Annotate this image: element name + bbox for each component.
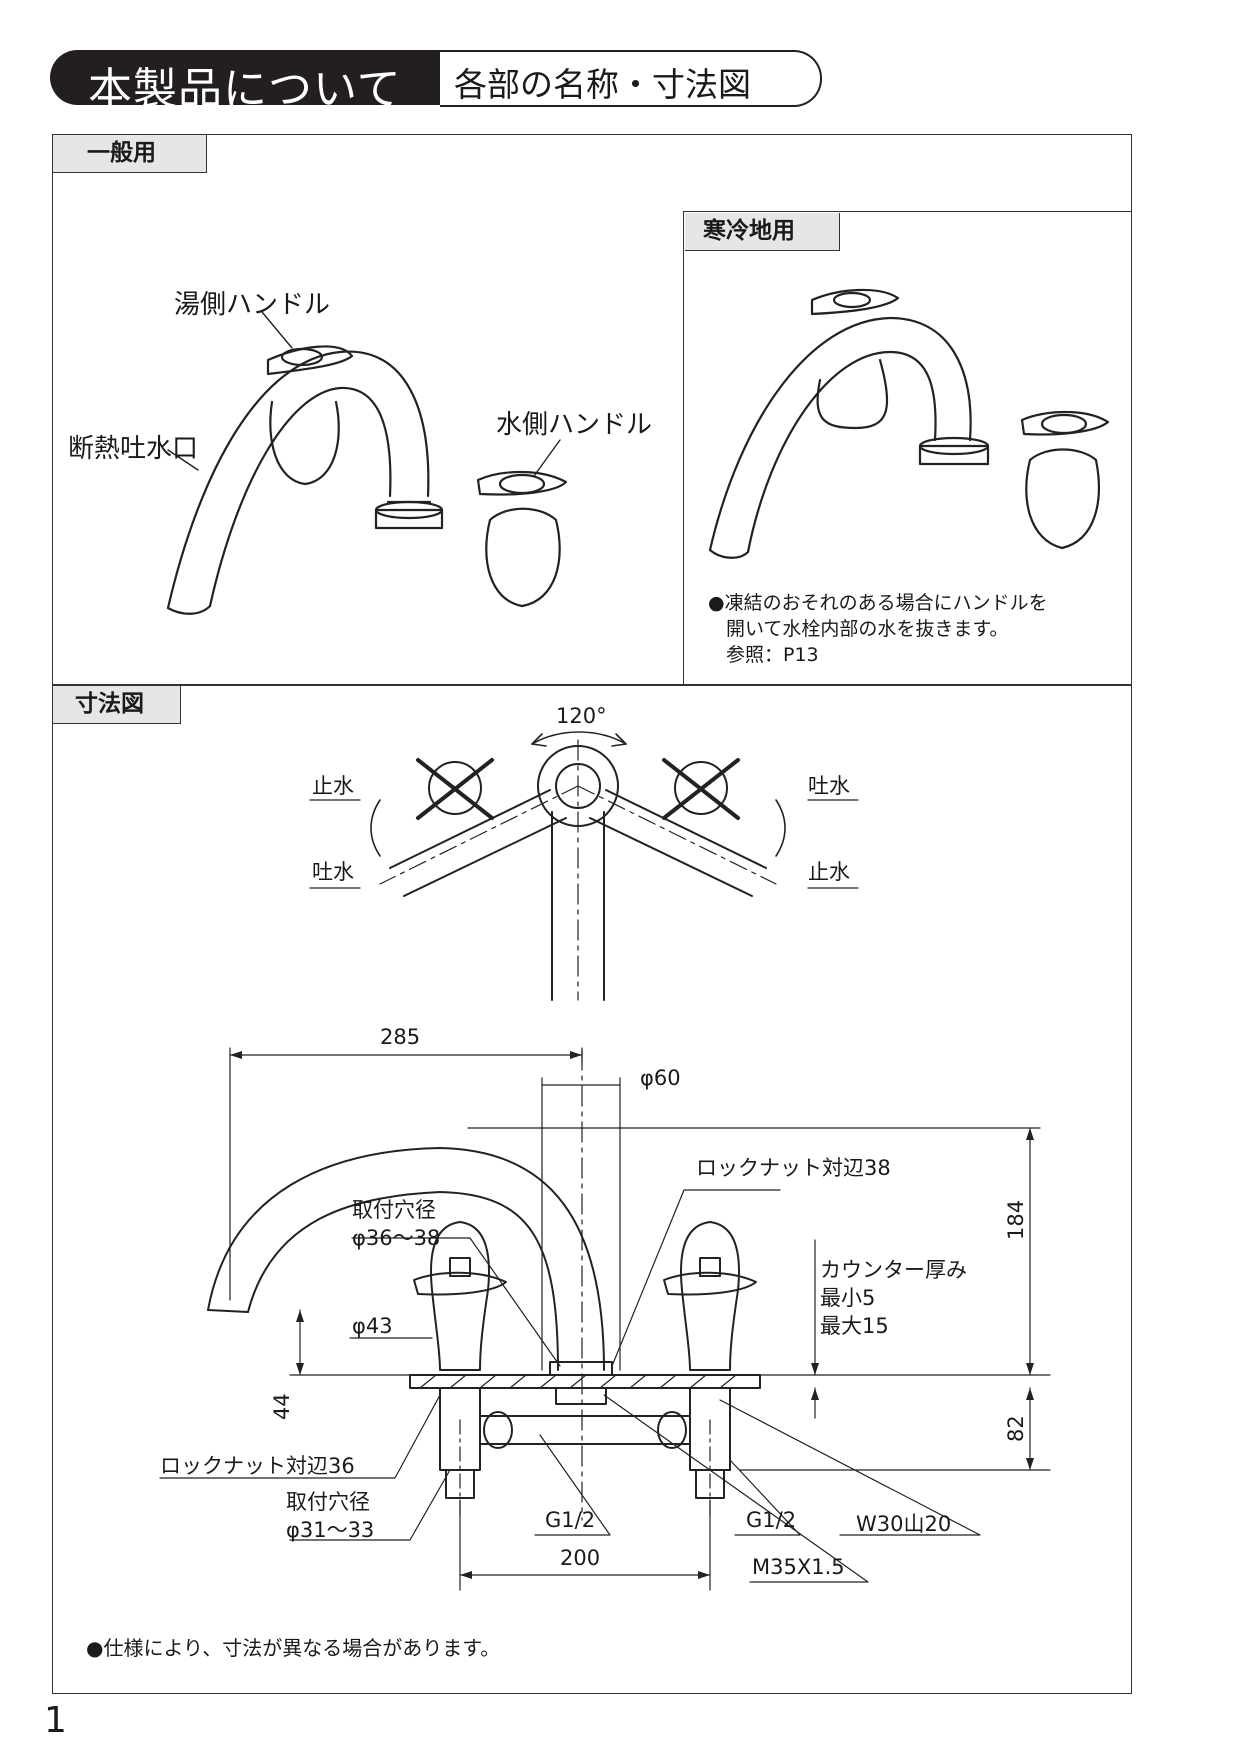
label-lock-nut-38: ロックナット対辺38 — [696, 1156, 891, 1180]
label-hole-range-bottom: φ31～33 — [286, 1518, 375, 1542]
page-subtitle: 各部の名称・寸法図 — [454, 65, 751, 104]
cold-region-note-2: 開いて水栓内部の水を抜きます。 — [726, 618, 1009, 640]
label-lock-nut-36: ロックナット対辺36 — [160, 1454, 355, 1478]
tab-general: 一般用 — [53, 135, 207, 173]
tab-dimensions: 寸法図 — [53, 686, 181, 724]
dim-spacing: 200 — [560, 1546, 601, 1570]
label-spout: 断熱吐水口 — [68, 434, 199, 464]
dimension-footnote: ●仕様により、寸法が異なる場合があります。 — [86, 1636, 501, 1660]
front-view-drawing — [207, 1049, 761, 1521]
subtitle-banner: 各部の名称・寸法図 — [440, 50, 822, 107]
label-left-flow: 吐水 — [312, 860, 354, 884]
label-counter-thickness: カウンター厚み — [820, 1258, 967, 1282]
label-hole-top: 取付穴径 — [352, 1198, 436, 1222]
label-left-stop: 止水 — [312, 774, 354, 798]
label-right-flow: 吐水 — [808, 774, 850, 798]
title-banner: 本製品について — [50, 50, 440, 115]
cold-region-faucet-illustration — [708, 288, 1110, 559]
dim-height-184: 184 — [1004, 1199, 1028, 1240]
label-hole-bottom: 取付穴径 — [286, 1490, 370, 1514]
label-hole-range-top: φ36～38 — [352, 1226, 441, 1250]
label-cold-handle: 水側ハンドル — [496, 410, 653, 440]
outer-frame — [52, 134, 1132, 1694]
dim-spout-reach: 285 — [380, 1025, 421, 1049]
dim-handle-base: φ43 — [352, 1314, 393, 1338]
rotation-angle: 120° — [556, 704, 607, 728]
arrowheads — [230, 1051, 1034, 1579]
top-view-drawing — [309, 731, 859, 1001]
cold-region-frame — [683, 211, 1131, 685]
label-thread-right: G1/2 — [746, 1508, 797, 1532]
cold-region-note-1: ●凍結のおそれのある場合にハンドルを — [708, 592, 1048, 614]
label-thread-w30: W30山20 — [856, 1512, 952, 1536]
label-thread-left: G1/2 — [545, 1508, 596, 1532]
dim-height-44: 44 — [270, 1393, 294, 1420]
label-counter-max: 最大15 — [820, 1314, 889, 1338]
label-right-stop: 止水 — [808, 860, 850, 884]
section-divider — [52, 684, 1132, 686]
label-counter-min: 最小5 — [820, 1286, 876, 1310]
tab-cold-region: 寒冷地用 — [685, 213, 840, 251]
general-faucet-illustration — [166, 345, 568, 615]
label-hot-handle: 湯側ハンドル — [174, 290, 331, 320]
dim-base-diameter: φ60 — [640, 1066, 681, 1090]
page-number: 1 — [44, 1700, 67, 1741]
page-title: 本製品について — [88, 64, 402, 115]
cold-region-note-3: 参照：P13 — [726, 644, 819, 666]
dim-depth-82: 82 — [1004, 1415, 1028, 1442]
label-thread-m35: M35X1.5 — [752, 1555, 845, 1579]
